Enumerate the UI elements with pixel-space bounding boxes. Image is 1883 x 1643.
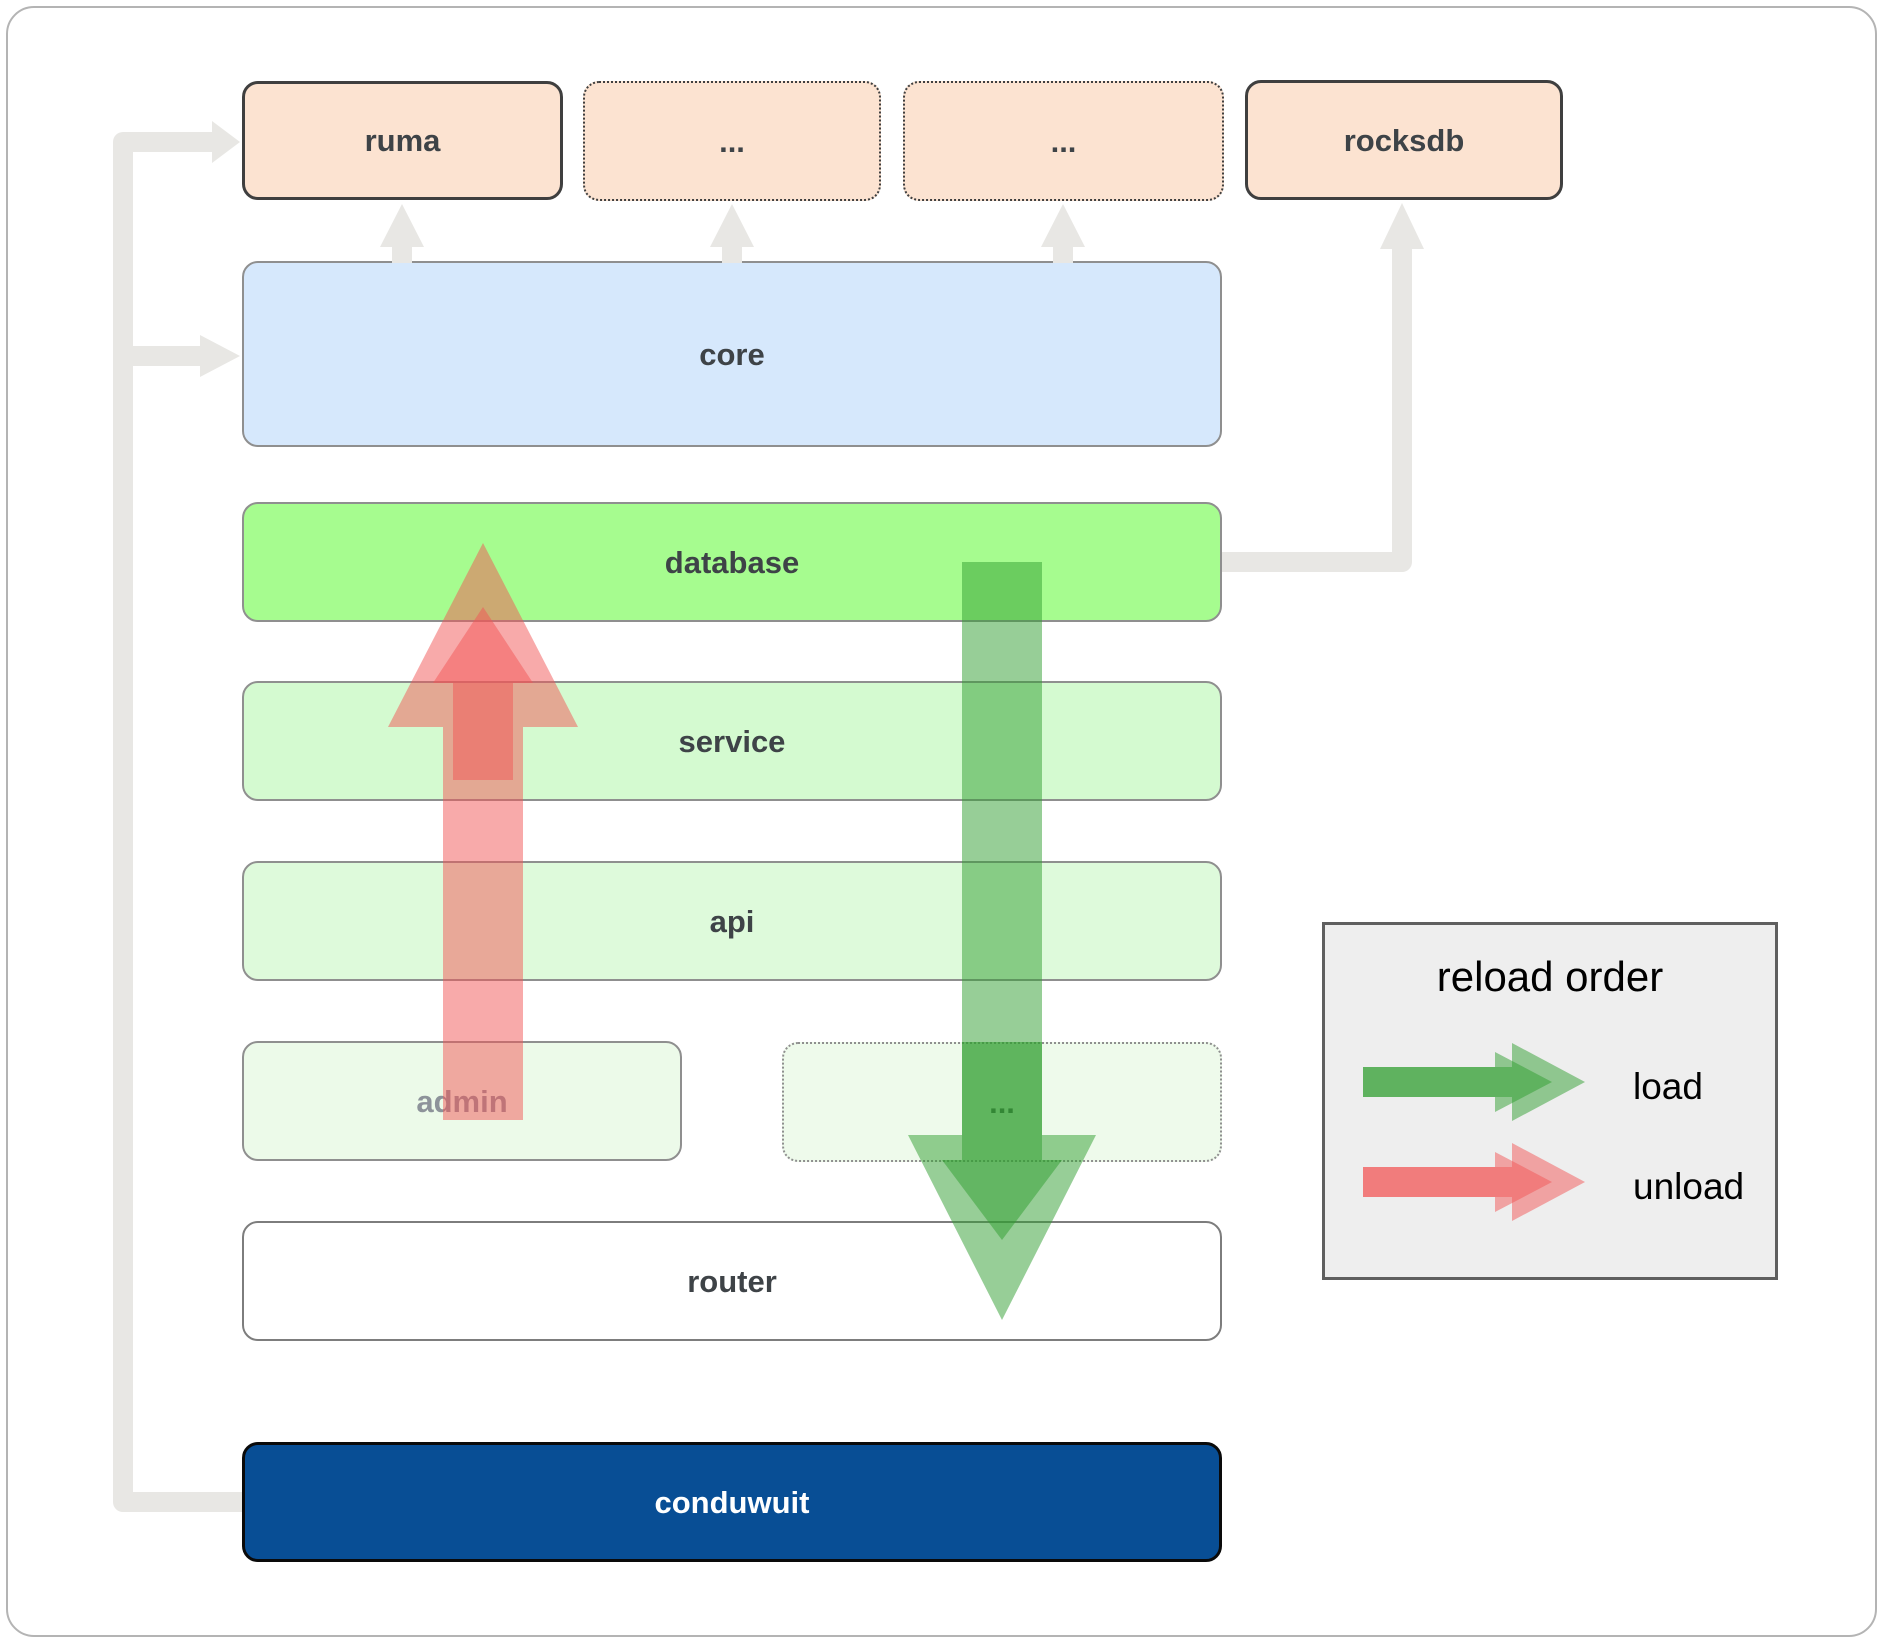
layer-admin: admin	[242, 1041, 682, 1161]
box-ruma-label: ruma	[364, 123, 441, 158]
layer-api-label: api	[709, 903, 755, 939]
layer-admin-ellipsis-label: ...	[989, 1084, 1015, 1120]
layer-core-label: core	[699, 336, 765, 372]
layer-admin-label: admin	[416, 1083, 508, 1119]
layer-core: core	[242, 261, 1222, 447]
legend-reload-order: reload order load unload	[1322, 922, 1778, 1280]
legend-unload-label: unload	[1633, 1166, 1745, 1207]
diagram-outer-border	[6, 6, 1877, 1637]
box-ruma: ruma	[242, 81, 563, 200]
legend-load-label: load	[1633, 1066, 1703, 1107]
box-rocksdb: rocksdb	[1245, 80, 1563, 200]
layer-conduwuit: conduwuit	[242, 1442, 1222, 1562]
layer-database: database	[242, 502, 1222, 622]
layer-admin-ellipsis: ...	[782, 1042, 1222, 1162]
box-ellipsis-1-label: ...	[719, 123, 745, 159]
layer-api: api	[242, 861, 1222, 981]
box-ellipsis-1: ...	[583, 81, 881, 201]
layer-router-label: router	[687, 1263, 777, 1299]
layer-database-label: database	[664, 544, 800, 580]
box-ellipsis-2-label: ...	[1050, 123, 1077, 159]
layer-router: router	[242, 1221, 1222, 1341]
layer-service-label: service	[678, 723, 786, 759]
legend-title: reload order	[1436, 953, 1664, 1000]
layer-service: service	[242, 681, 1222, 801]
layer-conduwuit-label: conduwuit	[654, 1484, 810, 1520]
box-ellipsis-2: ...	[903, 81, 1224, 201]
box-rocksdb-label: rocksdb	[1343, 122, 1465, 158]
